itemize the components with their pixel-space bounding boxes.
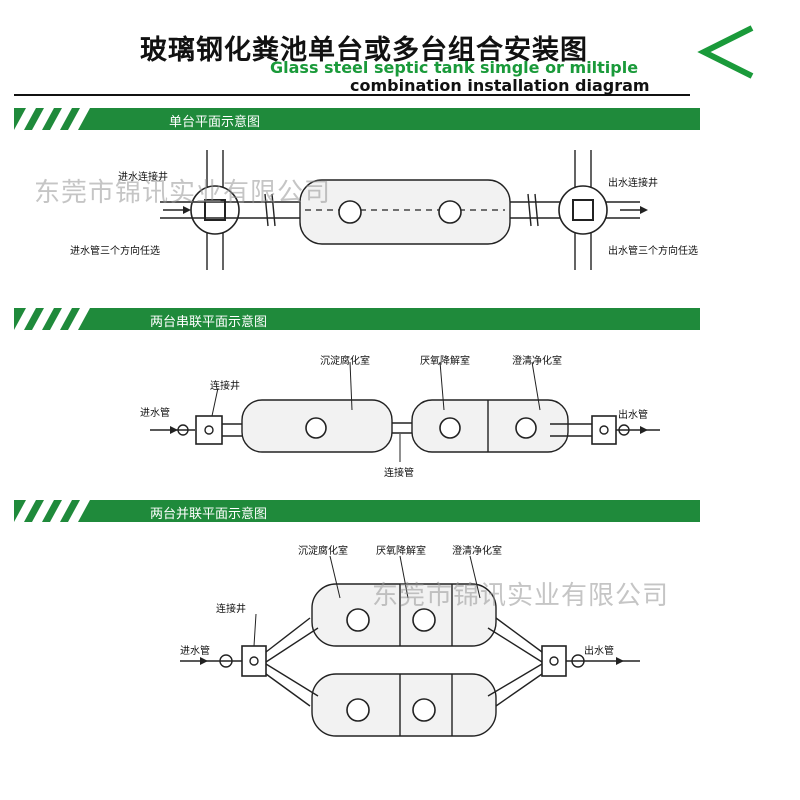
series-label-chamber1: 沉淀腐化室 [320, 356, 370, 367]
section-title-series: 两台串联平面示意图 [150, 315, 268, 330]
stripes-icon [14, 308, 90, 330]
section-bar-parallel: 两台并联平面示意图 [14, 500, 700, 522]
parallel-label-chamber3: 澄清净化室 [452, 546, 502, 557]
series-label-chamber2: 厌氧降解室 [420, 356, 470, 367]
stripes-icon [14, 108, 90, 130]
series-label-well: 连接井 [210, 381, 240, 392]
parallel-label-well: 连接井 [216, 604, 246, 615]
stripes-icon [14, 500, 90, 522]
parallel-label-inlet: 进水管 [180, 646, 210, 657]
chevron-left-icon [697, 25, 754, 79]
diagram-single [160, 150, 648, 270]
series-label-chamber3: 澄清净化室 [512, 356, 562, 367]
label-inlet-pipe: 进水管三个方向任选 [70, 246, 160, 257]
label-outlet-well: 出水连接井 [608, 178, 658, 189]
diagram-parallel [180, 555, 640, 737]
watermark: 东莞市锦讯实业有限公司 [372, 581, 670, 611]
series-label-outlet: 出水管 [618, 410, 648, 421]
title-chinese: 玻璃钢化粪池单台或多台组合安装图 [140, 35, 588, 66]
parallel-label-outlet: 出水管 [584, 646, 614, 657]
series-label-connector: 连接管 [384, 468, 414, 479]
header-rule [14, 94, 690, 96]
section-title-single: 单台平面示意图 [169, 115, 261, 130]
series-label-inlet: 进水管 [140, 408, 170, 419]
parallel-label-chamber2: 厌氧降解室 [376, 546, 426, 557]
label-inlet-well: 进水连接井 [118, 172, 168, 183]
section-bar-series: 两台串联平面示意图 [14, 308, 700, 330]
section-title-parallel: 两台并联平面示意图 [150, 507, 268, 522]
section-bar-single: 单台平面示意图 [14, 108, 700, 130]
watermark: 东莞市锦讯实业有限公司 [34, 178, 332, 208]
title-english-line2: combination installation diagram [350, 76, 650, 95]
title-english-line1: Glass steel septic tank simgle or miltip… [270, 58, 639, 77]
parallel-label-chamber1: 沉淀腐化室 [298, 546, 348, 557]
diagram-series [150, 361, 660, 462]
label-outlet-pipe: 出水管三个方向任选 [608, 246, 698, 257]
